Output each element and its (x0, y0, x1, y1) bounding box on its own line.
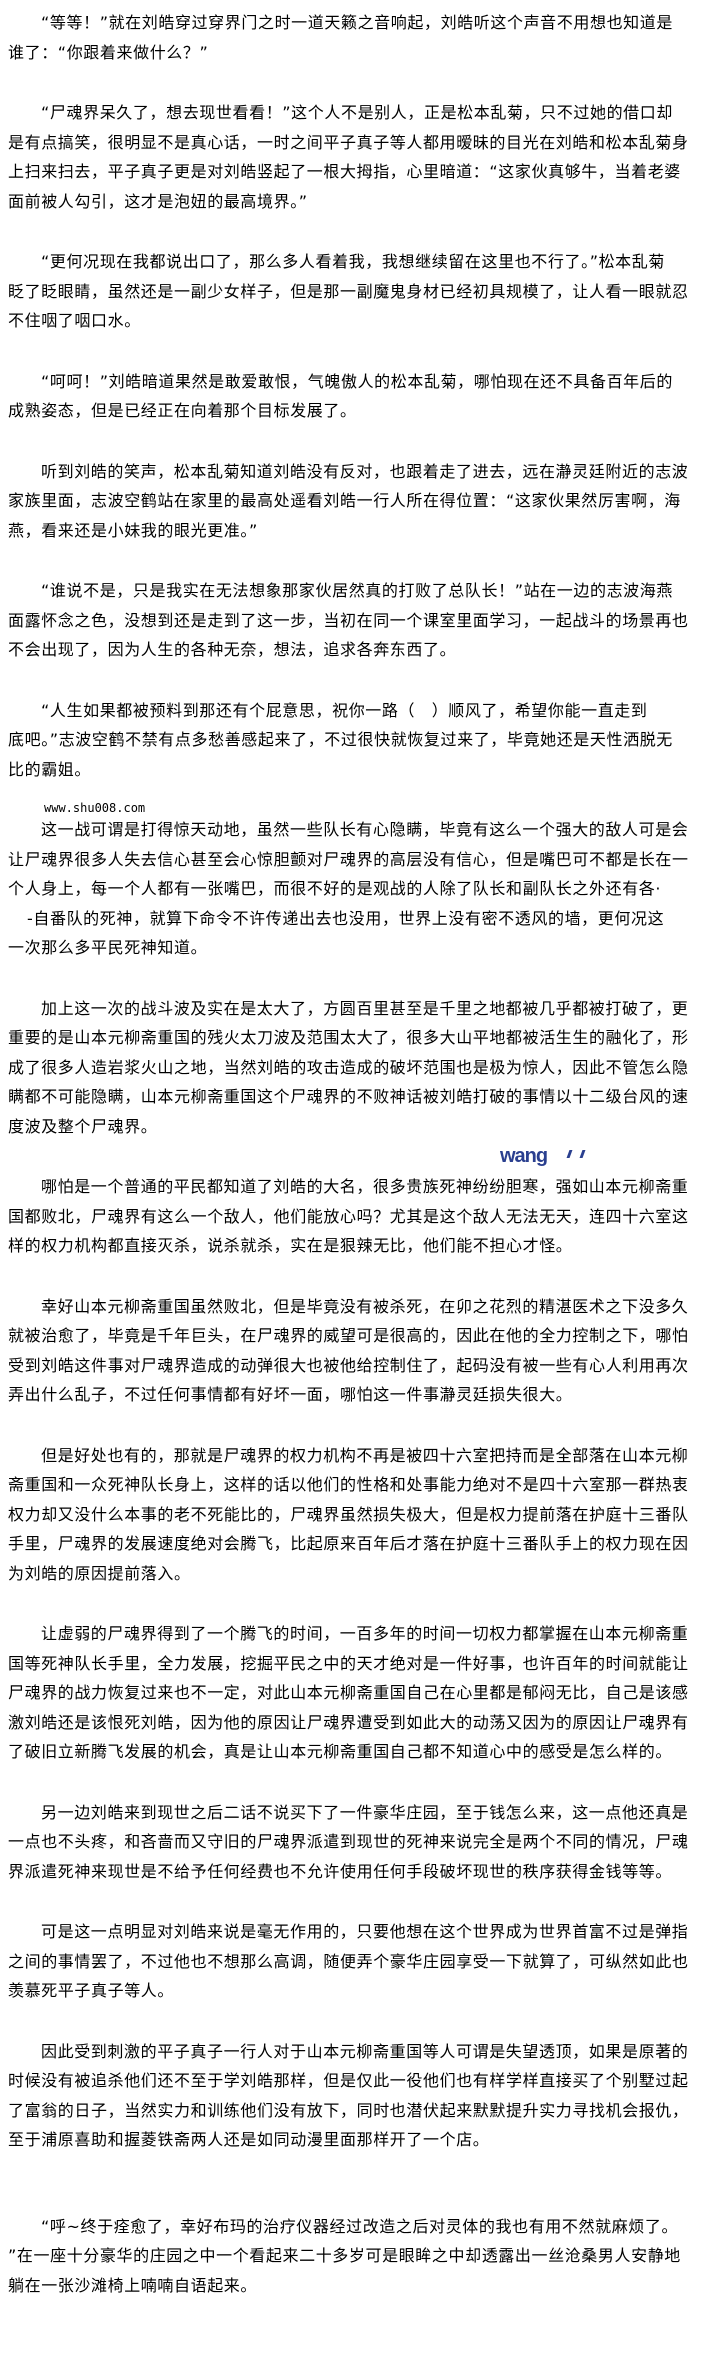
text-line: 哪怕是一个普通的平民都知道了刘皓的大名，很多贵族死神纷纷胆寒，强如山本元柳斋重 (41, 1177, 689, 1196)
text-line: 了富翁的日子，当然实力和训练他们没有放下，同时也潜伏起来默默提升实力寻找机会报仇… (8, 2100, 689, 2120)
text-line: 家族里面，志波空鹤站在家里的最高处遥看刘皓一行人所在得位置：“这家伙果然厉害啊，… (8, 491, 681, 510)
text-line: 不住咽了咽口水。 (8, 311, 141, 330)
text-line: “呵呵！”刘皓暗道果然是敢爱敢恨，气魄傲人的松本乱菊，哪怕现在还不具备百年后的 (41, 371, 673, 391)
text-line: 上扫来扫去，平子真子更是对刘皓竖起了一根大拇指，心里暗道：“这家伙真够牛，当着老… (8, 162, 681, 181)
document-body: “等等！”就在刘皓穿过穿界门之时一道天籁之音响起，刘皓听这个声音不用想也知道是谁… (8, 8, 702, 2301)
text-line: 因此受到刺激的平子真子一行人对于山本元柳斋重国等人可谓是失望透顶，如果是原著的 (41, 2041, 689, 2061)
paragraph: www.shu008.com 这一战可谓是打得惊天动地，虽然一些队长有心隐瞒，毕竟… (8, 801, 702, 963)
text-line: 界派遣死神来现世是不给予任何经费也不允许使用任何手段破坏现世的秩序获得金钱等等。 (8, 1861, 673, 1881)
text-line: 另一边刘皓来到现世之后二话不说买下了一件豪华庄园，至于钱怎么来，这一点他还真是 (41, 1802, 689, 1822)
paragraph: 让虚弱的尸魂界得到了一个腾飞的时间，一百多年的时间一切权力都掌握在山本元柳斋重国… (8, 1619, 702, 1767)
text-line: 躺在一张沙滩椅上喃喃自语起来。 (8, 2275, 258, 2295)
text-line: 重要的是山本元柳斋重国的残火太刀波及范围太大了，很多大山平地都被活生生的融化了，… (8, 1028, 689, 1047)
text-line: 加上这一次的战斗波及实在是太大了，方圆百里甚至是千里之地都被几乎都被打破了，更 (41, 998, 689, 1018)
text-line: 受到刘皓这件事对尸魂界造成的动弹很大也被他给控制住了，起码没有被一些有心人利用再… (8, 1355, 689, 1375)
text-line: 斋重国和一众死神队长身上，这样的话以他们的性格和处事能力绝对不是四十六室那一群热… (8, 1475, 689, 1494)
text-line: 面前被人勾引，这才是泡妞的最高境界。” (8, 191, 308, 211)
text-line: 这一战可谓是打得惊天动地，虽然一些队长有心隐瞒，毕竟有这么一个强大的敌人可是会 (41, 820, 689, 839)
text-line: 权力却又没什么本事的老不死能比的，尸魂界虽然损失极大，但是权力提前落在护庭十三番… (8, 1504, 689, 1524)
text-line: “呼~终于痊愈了，幸好布玛的治疗仪器经过改造之后对灵体的我也有用不然就麻烦了。 (41, 2216, 679, 2236)
text-line: -自番队的死神，就算下命令不许传递出去也没用，世界上没有密不透风的墙，更何况这 (27, 908, 665, 928)
text-line: 一点也不头疼，和吝啬而又守旧的尸魂界派遣到现世的死神来说完全是两个不同的情况，尸… (8, 1832, 689, 1851)
text-line: 激刘皓还是该恨死刘皓，因为他的原因让尸魂界遭受到如此大的动荡又因为的原因让尸魂界… (8, 1712, 689, 1732)
paragraph: 可是这一点明显对刘皓来说是毫无作用的，只要他想在这个世界成为世界首富不过是弹指之… (8, 1917, 702, 2006)
text-line: 幸好山本元柳斋重国虽然败北，但是毕竟没有被杀死，在卯之花烈的精湛医术之下没多久 (41, 1296, 689, 1316)
text-line: 不会出现了，因为人生的各种无奈，想法，追求各奔东西了。 (8, 640, 457, 659)
text-line: “等等！”就在刘皓穿过穿界门之时一道天籁之音响起，刘皓听这个声音不用想也知道是 (41, 13, 673, 32)
text-line: ”在一座十分豪华的庄园之中一个看起来二十多岁可是眼眸之中却透露出一丝沧桑男人安静… (8, 2246, 681, 2265)
text-line: 至于浦原喜助和握菱铁斋两人还是如同动漫里面那样开了一个店。 (8, 2130, 490, 2149)
text-line: “尸魂界呆久了，想去现世看看！”这个人不是别人，正是松本乱菊，只不过她的借口却 (41, 103, 673, 122)
text-line: 听到刘皓的笑声，松本乱菊知道刘皓没有反对，也跟着走了进去，远在瀞灵廷附近的志波 (41, 461, 689, 481)
text-line: 燕，看来还是小妹我的眼光更准。” (8, 520, 258, 540)
paragraph: “呵呵！”刘皓暗道果然是敢爱敢恨，气魄傲人的松本乱菊，哪怕现在还不具备百年后的成… (8, 367, 702, 426)
paragraph: “呼~终于痊愈了，幸好布玛的治疗仪器经过改造之后对灵体的我也有用不然就麻烦了。 … (8, 2212, 702, 2301)
paragraph: “等等！”就在刘皓穿过穿界门之时一道天籁之音响起，刘皓听这个声音不用想也知道是谁… (8, 8, 702, 67)
text-line: 尸魂界的战力恢复过来也不一定，对此山本元柳斋重国自己在心里都是郁闷无比，自己是该… (8, 1683, 689, 1702)
text-line: 可是这一点明显对刘皓来说是毫无作用的，只要他想在这个世界成为世界首富不过是弹指 (41, 1922, 689, 1941)
paragraph: 加上这一次的战斗波及实在是太大了，方圆百里甚至是千里之地都被几乎都被打破了，更重… (8, 994, 702, 1142)
text-line: 度波及整个尸魂界。 (8, 1116, 158, 1136)
text-line: 是有点搞笑，很明显不是真心话，一时之间平子真子等人都用暧昧的目光在刘皓和松本乱菊… (8, 132, 689, 152)
text-line: 羡慕死平子真子等人。 (8, 1981, 175, 2000)
source-url-text: www.shu008.com (44, 801, 146, 815)
paragraph: 另一边刘皓来到现世之后二话不说买下了一件豪华庄园，至于钱怎么来，这一点他还真是一… (8, 1798, 702, 1887)
text-line: 成熟姿态，但是已经正在向着那个目标发展了。 (8, 401, 357, 420)
text-line: 眨了眨眼睛，虽然还是一副少女样子，但是那一副魔鬼身材已经初具规模了，让人看一眼就… (8, 281, 689, 301)
text-line: 国都败北，尸魂界有这么一个敌人，他们能放心吗？尤其是这个敌人无法无天，连四十六室… (8, 1206, 689, 1226)
text-line: 比的霸姐。 (8, 759, 92, 779)
text-line: 样的权力机构都直接灭杀，说杀就杀，实在是狠辣无比，他们能不担心才怪。 (8, 1236, 573, 1255)
text-line: 之间的事情罢了，不过他也不想那么高调，随便弄个豪华庄园享受一下就算了，可纵然如此… (8, 1951, 689, 1971)
text-line: 时候没有被追杀他们还不至于学刘皓那样，但是仅此一役他们也有样学样直接买了个别墅过… (8, 2071, 689, 2090)
watermark-mark (566, 1150, 586, 1158)
text-line: 就被治愈了，毕竟是千年巨头，在尸魂界的威望可是很高的，因此在他的全力控制之下，哪… (8, 1326, 689, 1345)
text-line: 成了很多人造岩浆火山之地，当然刘皓的攻击造成的破坏范围也是极为惊人，因此不管怎么… (8, 1057, 689, 1077)
paragraph: 听到刘皓的笑声，松本乱菊知道刘皓没有反对，也跟着走了进去，远在瀞灵廷附近的志波家… (8, 457, 702, 546)
text-line: “谁说不是，只是我实在无法想象那家伙居然真的打败了总队长！”站在一边的志波海燕 (41, 581, 673, 600)
paragraph: 因此受到刺激的平子真子一行人对于山本元柳斋重国等人可谓是失望透顶，如果是原著的时… (8, 2037, 702, 2155)
text-line: 为刘皓的原因提前落入。 (8, 1563, 191, 1583)
text-line: 了破旧立新腾飞发展的机会，真是让山本元柳斋重国自己都不知道心中的感受是怎么样的。 (8, 1742, 673, 1761)
text-line: 手里，尸魂界的发展速度绝对会腾飞，比起原来百年后才落在护庭十三番队手上的权力现在… (8, 1534, 689, 1553)
text-line: 弄出什么乱子，不过任何事情都有好坏一面，哪怕这一件事瀞灵廷损失很大。 (8, 1385, 573, 1404)
text-line: 让虚弱的尸魂界得到了一个腾飞的时间，一百多年的时间一切权力都掌握在山本元柳斋重 (41, 1624, 689, 1643)
text-line: 国等死神队长手里，全力发展，挖掘平民之中的天才绝对是一件好事，也许百年的时间就能… (8, 1653, 689, 1673)
paragraph: “人生如果都被预料到那还有个屁意思，祝你一路（ ）顺风了，希望你能一直走到底吧。… (8, 696, 702, 785)
text-line: 个人身上，每一个人都有一张嘴巴，而很不好的是观战的人除了队长和副队长之外还有各· (8, 879, 662, 898)
paragraph: 但是好处也有的，那就是尸魂界的权力机构不再是被四十六室把持而是全部落在山本元柳斋… (8, 1441, 702, 1589)
text-line: 底吧。”志波空鹤不禁有点多愁善感起来了，不过很快就恢复过来了，毕竟她还是天性洒脱… (8, 730, 673, 749)
text-line: 谁了：“你跟着来做什么？” (8, 42, 209, 62)
watermark-overlay: wang (500, 1145, 548, 1167)
text-line: “人生如果都被预料到那还有个屁意思，祝你一路（ ）顺风了，希望你能一直走到 (41, 700, 648, 720)
paragraph: “尸魂界呆久了，想去现世看看！”这个人不是别人，正是松本乱菊，只不过她的借口却是… (8, 98, 702, 216)
text-line: 让尸魂界很多人失去信心甚至会心惊胆颤对尸魂界的高层没有信心，但是嘴巴可不都是长在… (8, 849, 689, 869)
text-line: 一次那么多平民死神知道。 (8, 938, 208, 957)
text-line: “更何况现在我都说出口了，那么多人看着我，我想继续留在这里也不行了。”松本乱菊 (41, 252, 665, 271)
text-line: 但是好处也有的，那就是尸魂界的权力机构不再是被四十六室把持而是全部落在山本元柳 (41, 1445, 689, 1465)
text-line: 瞒都不可能隐瞒，山本元柳斋重国这个尸魂界的不败神话被刘皓打破的事情以十二级台风的… (8, 1087, 689, 1106)
text-line: 面露怀念之色，没想到还是走到了这一步，当初在同一个课室里面学习，一起战斗的场景再… (8, 610, 689, 630)
paragraph: “谁说不是，只是我实在无法想象那家伙居然真的打败了总队长！”站在一边的志波海燕面… (8, 576, 702, 665)
paragraph: wang 哪怕是一个普通的平民都知道了刘皓的大名，很多贵族死神纷纷胆寒，强如山本元… (8, 1145, 702, 1261)
paragraph: “更何况现在我都说出口了，那么多人看着我，我想继续留在这里也不行了。”松本乱菊眨… (8, 247, 702, 336)
paragraph: 幸好山本元柳斋重国虽然败北，但是毕竟没有被杀死，在卯之花烈的精湛医术之下没多久就… (8, 1292, 702, 1410)
